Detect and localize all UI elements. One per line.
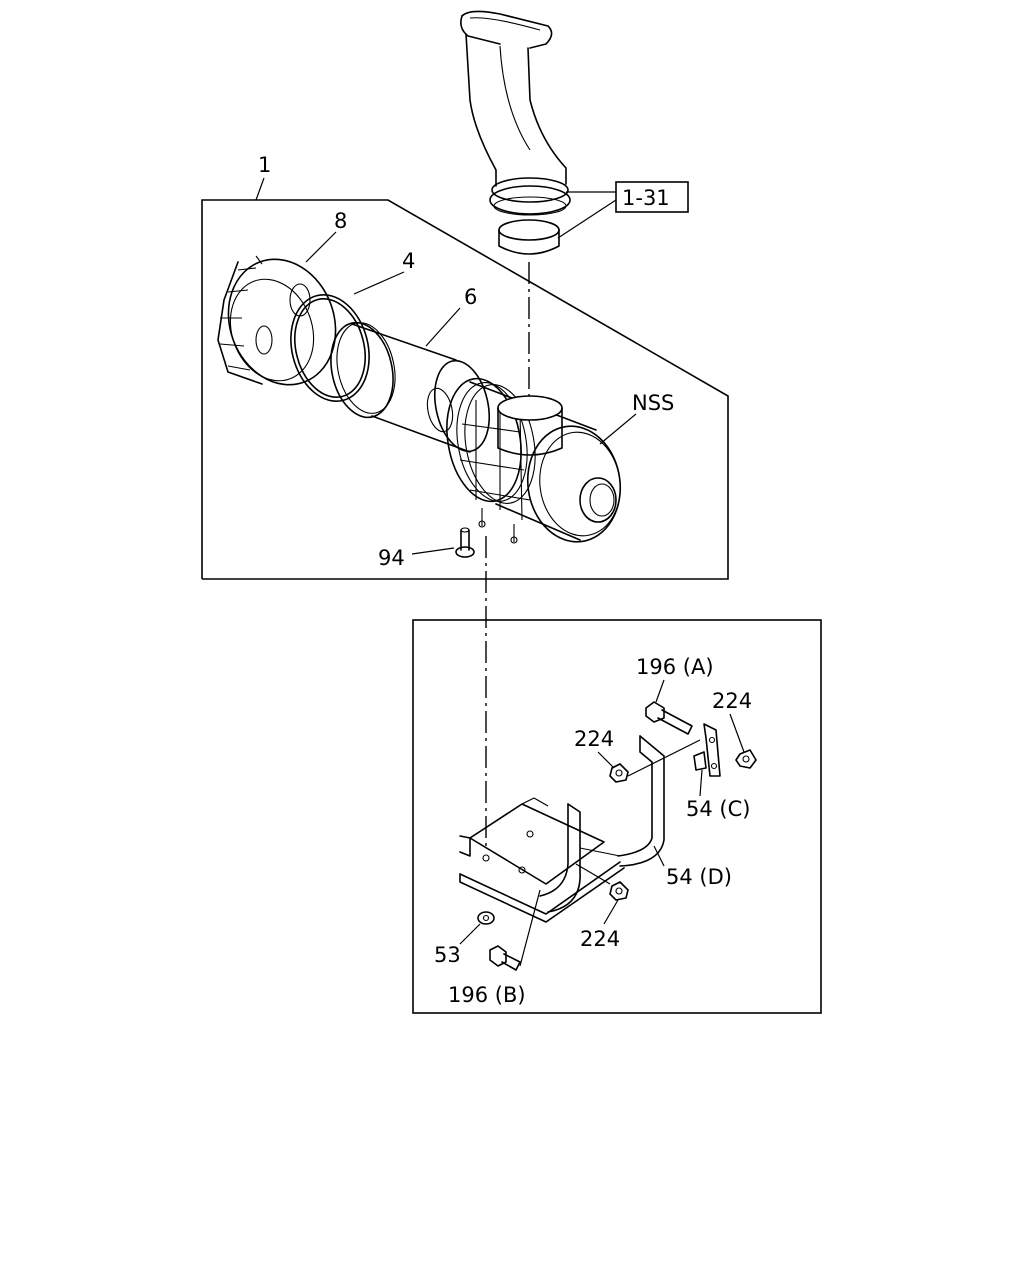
nut-top-right (735, 749, 757, 769)
label-bracket-d: 54 (D) (666, 865, 732, 889)
assembly-frame (201, 199, 729, 580)
label-bracket-c: 54 (C) (686, 797, 750, 821)
reference-box (615, 181, 689, 213)
nut-bottom (609, 881, 629, 901)
label-assembly: 1 (258, 153, 271, 177)
label-washer: 53 (434, 943, 461, 967)
label-nut-top-right: 224 (712, 689, 752, 713)
intake-duct (460, 10, 571, 216)
seal-ring (290, 294, 370, 402)
label-bolt-b: 196 (B) (448, 983, 526, 1007)
hose-clamp (498, 219, 560, 255)
bracket-frame (412, 619, 822, 1014)
mounting-bracket (459, 797, 625, 923)
bolt-b (489, 945, 521, 971)
label-drain: 94 (378, 546, 405, 570)
label-element: 6 (464, 285, 477, 309)
label-inlet-ref: 1-31 (622, 186, 670, 210)
label-seal-ring: 4 (402, 249, 415, 273)
bolt-a (645, 701, 693, 735)
washer (477, 911, 495, 925)
label-nut-top-left: 224 (574, 727, 614, 751)
drain-valve (455, 527, 475, 558)
filter-element (330, 321, 490, 453)
label-cap: 8 (334, 209, 347, 233)
end-cap (217, 255, 337, 386)
air-cleaner-housing (446, 377, 622, 544)
label-nut-bottom: 224 (580, 927, 620, 951)
strap-d (539, 735, 665, 913)
label-housing: NSS (632, 391, 674, 415)
bracket-c (693, 723, 721, 777)
nut-top-left (609, 763, 629, 783)
label-bolt-a: 196 (A) (636, 655, 714, 679)
